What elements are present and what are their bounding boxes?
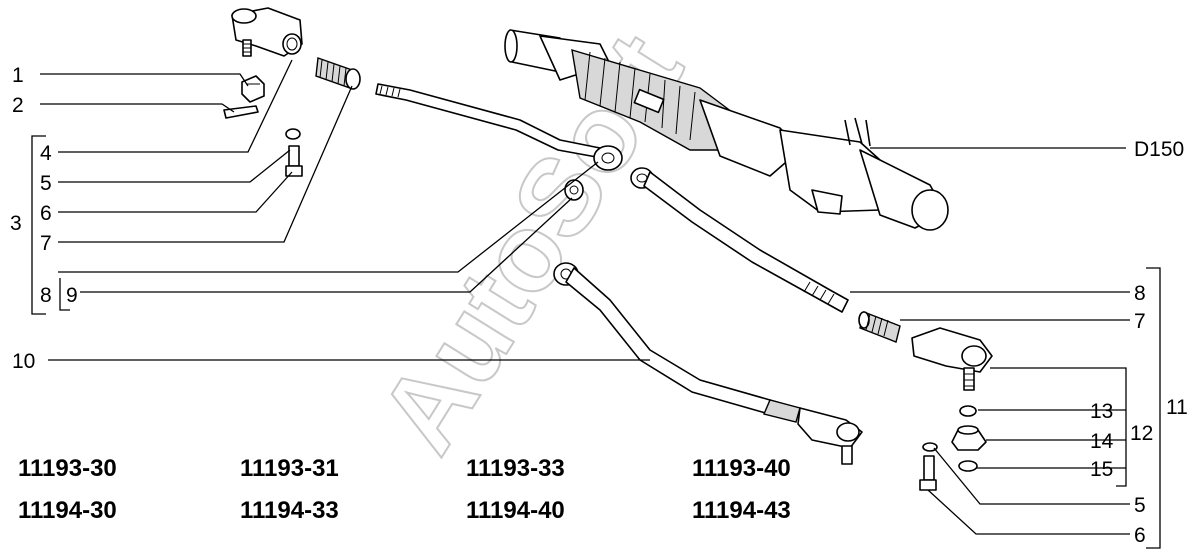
tie-rod-end-upper: [231, 7, 303, 57]
washer-bolt-right: [919, 442, 938, 491]
castle-nut: [241, 75, 265, 103]
callout-14: 14: [1090, 430, 1114, 453]
part-code: 11194-40: [466, 497, 565, 524]
tie-rod-middle: [630, 167, 849, 313]
callout-12: 12: [1130, 422, 1153, 445]
callout-10: 10: [12, 350, 35, 373]
part-code: 11193-40: [692, 455, 791, 482]
callout-d150: D150: [1134, 138, 1184, 161]
washer-bolt-left: [285, 128, 303, 177]
tie-rod-lower: [553, 262, 863, 465]
leaders-right: [850, 147, 1161, 549]
callout-right-6: 6: [1134, 524, 1146, 547]
washer-13: [959, 405, 977, 417]
adjusting-sleeve-right: [858, 311, 901, 343]
part-code: 11193-33: [466, 455, 565, 482]
callout-right-5: 5: [1134, 494, 1146, 517]
part-code: 11193-30: [18, 455, 117, 482]
callout-6: 6: [40, 202, 52, 225]
callout-1: 1: [12, 64, 24, 87]
leaders-left: [31, 59, 650, 361]
part-code: 11193-31: [240, 455, 339, 482]
callout-9: 9: [66, 284, 78, 307]
boot-14: [951, 425, 987, 451]
callout-2: 2: [12, 94, 24, 117]
callout-3: 3: [10, 212, 22, 235]
part-code-table: 11193-30 11193-31 11193-33 11193-40 1119…: [18, 455, 791, 524]
tie-rod-end-right: [911, 327, 993, 391]
part-code: 11194-30: [18, 497, 117, 524]
ring-15: [958, 460, 978, 472]
callout-8: 8: [40, 284, 52, 307]
callout-5: 5: [40, 172, 52, 195]
callout-15: 15: [1090, 458, 1113, 481]
part-code: 11194-33: [240, 497, 339, 524]
callout-4: 4: [40, 142, 52, 165]
tie-rod-upper: [375, 83, 623, 171]
bushing: [564, 179, 584, 201]
steering-rack: [504, 29, 949, 231]
callout-11: 11: [1166, 396, 1188, 419]
callout-right-8: 8: [1134, 282, 1146, 305]
cotter-pin: [223, 105, 259, 119]
callout-13: 13: [1090, 400, 1113, 423]
callout-7: 7: [40, 232, 52, 255]
adjusting-sleeve-upper: [315, 57, 361, 90]
part-code: 11194-43: [692, 497, 791, 524]
callout-right-7: 7: [1134, 310, 1146, 333]
